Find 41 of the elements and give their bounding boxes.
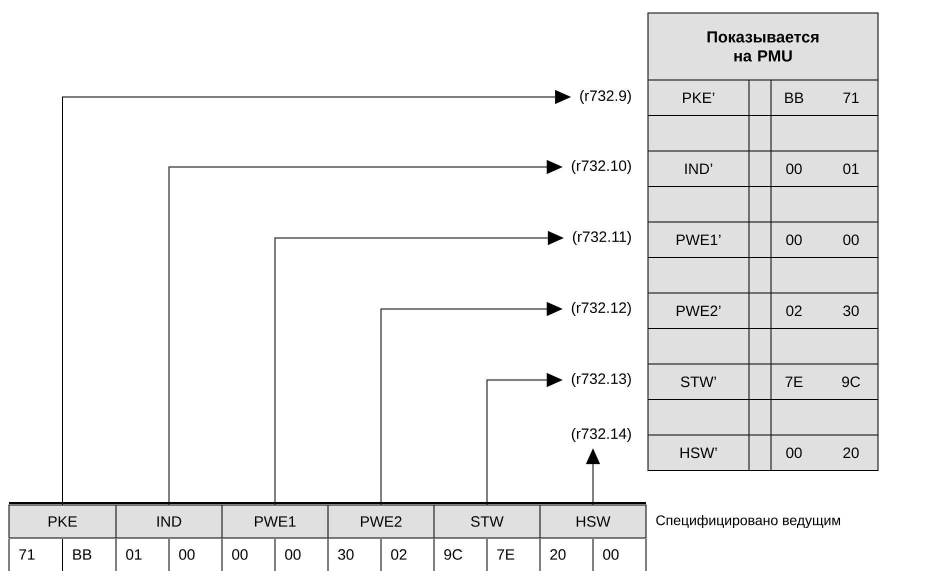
register-label: (r732.12)	[572, 302, 631, 316]
table-cell: 7E	[786, 376, 803, 387]
register-label: (r732.9)	[580, 90, 631, 104]
register-label: (r732.11)	[572, 231, 631, 245]
table-cell: 00	[786, 234, 802, 246]
table-cell: 02	[786, 305, 802, 316]
table-cell: STW’	[680, 376, 716, 388]
table-cell: 30	[843, 305, 859, 316]
table-cell: 02	[391, 549, 406, 560]
table-cell: 00	[179, 549, 195, 560]
table-cell: 00	[786, 163, 802, 174]
table-cell: 00	[843, 234, 859, 246]
header-cell: PWE1	[222, 504, 328, 538]
register-label: (r732.13)	[572, 373, 631, 387]
table-cell: 9C	[444, 549, 462, 560]
table-cell: 7E	[497, 549, 514, 560]
table-cell: BB	[73, 549, 92, 560]
table-cell: 00	[285, 549, 301, 560]
table-cell: 20	[843, 447, 859, 458]
table-cell: PKE’	[683, 92, 714, 103]
header-cell: PWE2	[328, 504, 434, 538]
table-cell: 00	[232, 549, 248, 560]
table-cell: 01	[126, 549, 142, 560]
header-cell: STW	[434, 504, 540, 538]
header-cell: IND	[116, 504, 222, 538]
register-label: (r732.10)	[572, 160, 631, 174]
table-cell: 00	[786, 447, 802, 458]
table-cell: 9C	[842, 376, 860, 388]
table-cell: IND’	[685, 164, 712, 174]
header-cell: PKE	[8, 504, 116, 538]
table-cell: 01	[843, 163, 859, 174]
table-header: Показывается на PMU	[708, 31, 818, 62]
header-cell: HSW	[540, 504, 646, 538]
table-cell: PWE2’	[676, 306, 720, 316]
table-cell: HSW’	[680, 447, 717, 458]
table-cell: BB	[785, 92, 804, 103]
table-cell: 71	[843, 92, 859, 103]
register-label: (r732.14)	[572, 428, 631, 442]
table-cell: 30	[338, 549, 354, 560]
table-cell: PWE1’	[676, 234, 720, 245]
table-cell: 20	[550, 549, 566, 560]
